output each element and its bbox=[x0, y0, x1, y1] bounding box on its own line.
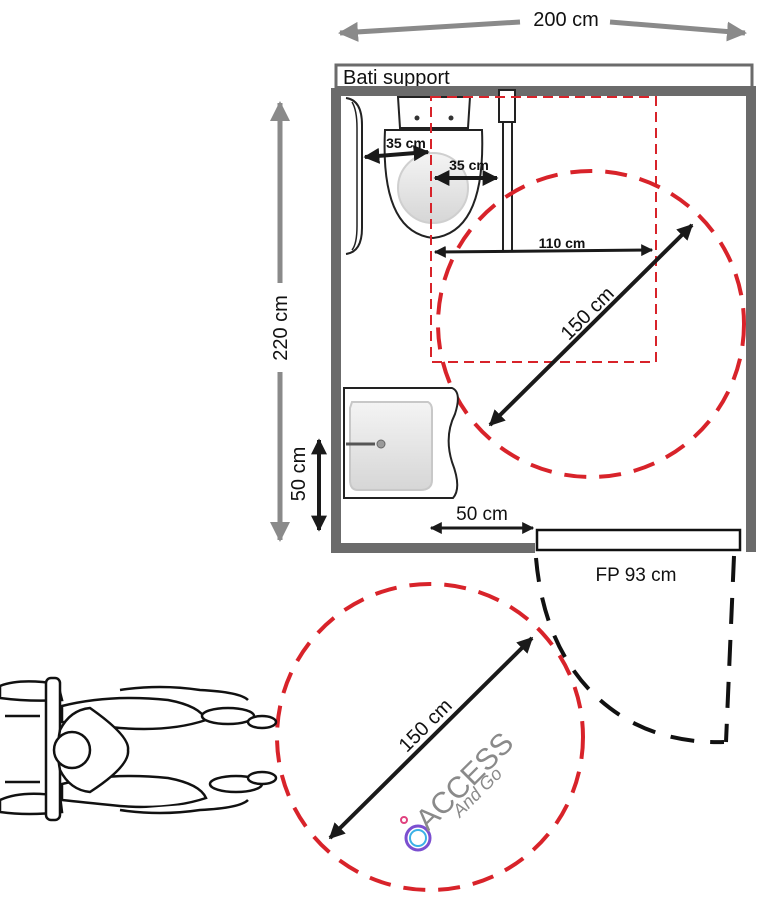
turning-circle-outside-label: 150 cm bbox=[395, 695, 457, 757]
sink-depth-dimension: 50 cm bbox=[288, 438, 327, 532]
bati-support-label: Bati support bbox=[343, 67, 450, 89]
door: FP 93 cm bbox=[535, 528, 742, 586]
depth-dimension: 220 cm bbox=[270, 101, 292, 542]
transfer-width-label: 110 cm bbox=[539, 235, 586, 251]
door-clearance-label: 50 cm bbox=[456, 504, 508, 525]
wheelchair-icon bbox=[0, 676, 278, 822]
washbasin bbox=[343, 387, 459, 499]
turning-circle-inside: 150 cm bbox=[436, 169, 746, 479]
wc-offset-dimensions: 35 cm 35 cm bbox=[363, 135, 499, 186]
wc-offset-left-label: 35 cm bbox=[386, 135, 426, 151]
transfer-width-dimension: 110 cm bbox=[433, 235, 654, 258]
support-bar bbox=[498, 89, 516, 252]
turning-circle-inside-label: 150 cm bbox=[557, 283, 619, 345]
grab-bar bbox=[345, 97, 363, 255]
door-clearance-dimension: 50 cm bbox=[429, 504, 535, 534]
sink-depth-label: 50 cm bbox=[288, 447, 310, 501]
room-walls bbox=[331, 86, 756, 553]
depth-label: 220 cm bbox=[270, 295, 292, 361]
door-swing bbox=[534, 555, 736, 745]
width-dimension: 200 cm bbox=[338, 9, 747, 42]
door-width-label: FP 93 cm bbox=[596, 565, 677, 586]
width-label: 200 cm bbox=[533, 9, 599, 31]
wc-offset-right-label: 35 cm bbox=[449, 157, 489, 173]
